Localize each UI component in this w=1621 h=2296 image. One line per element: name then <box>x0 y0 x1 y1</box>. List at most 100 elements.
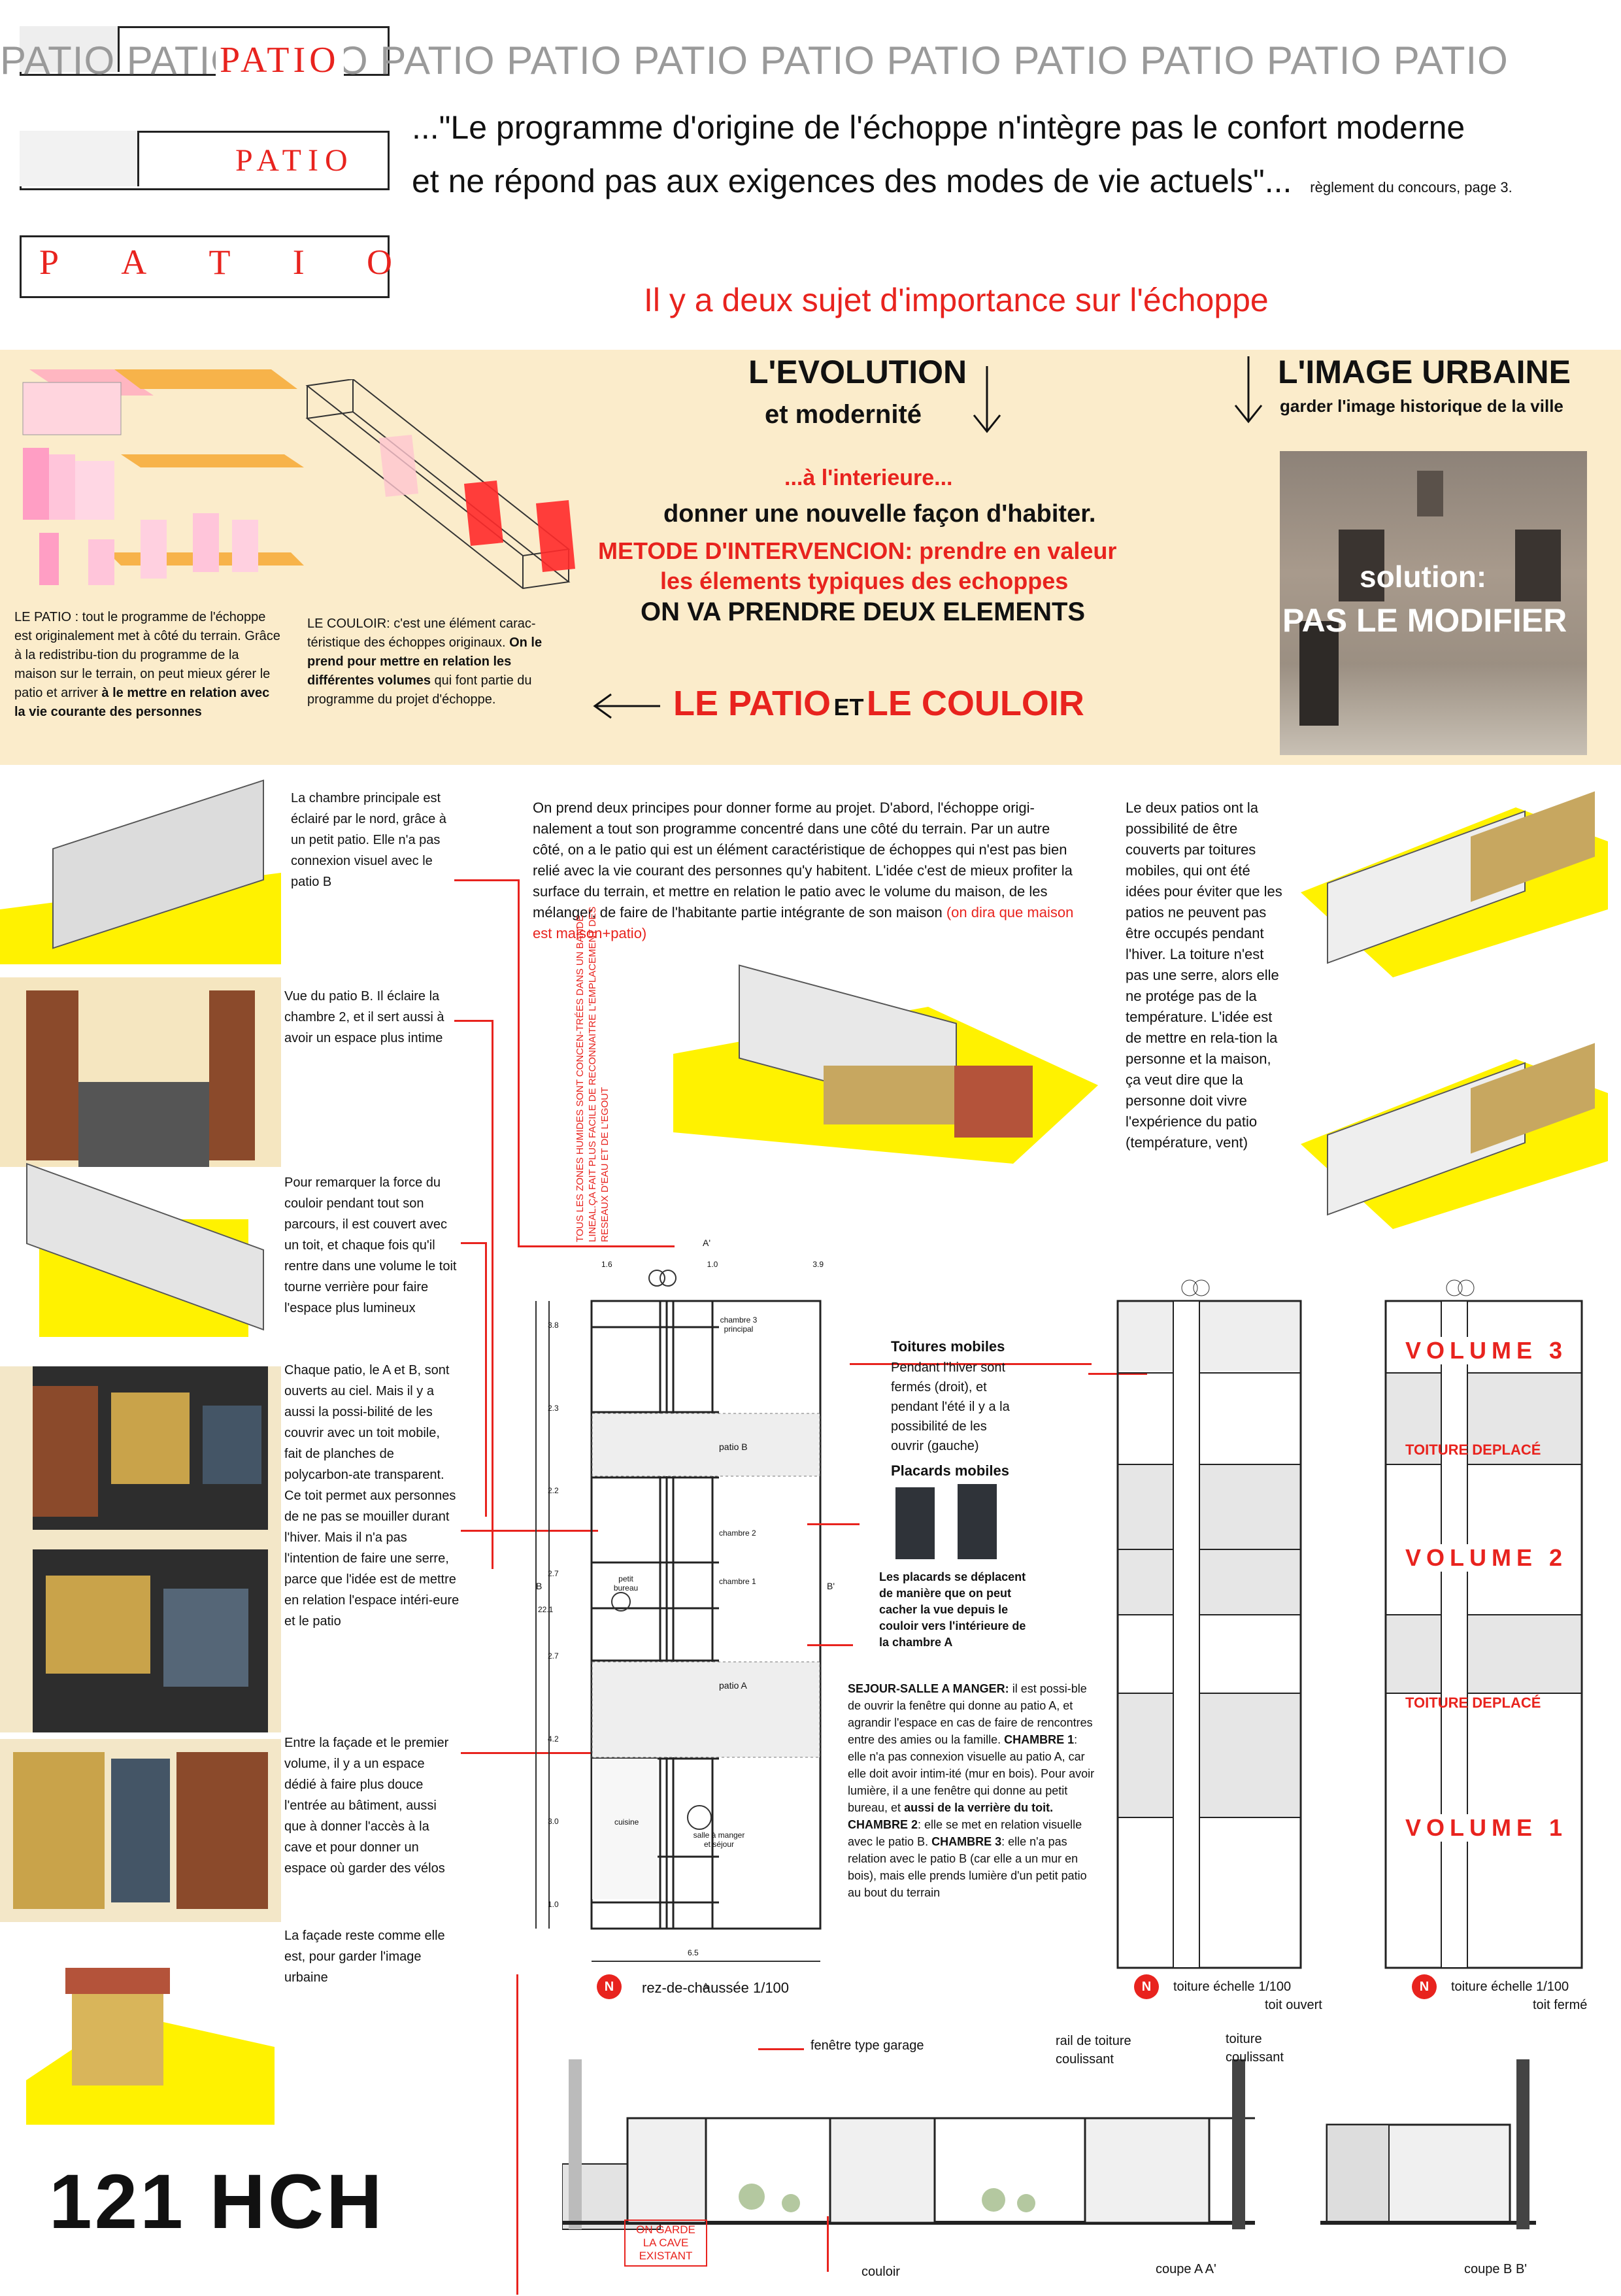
ch1-title: CHAMBRE 1 <box>1004 1733 1075 1746</box>
patio-letter-t: T <box>209 243 231 282</box>
render-6-roof <box>65 1968 170 1994</box>
facade-photo <box>1280 451 1587 755</box>
le-couloir-label: LE COULOIR <box>866 684 1084 723</box>
plan-dim-side-3: 2.2 <box>548 1486 559 1496</box>
patio-letter-p: P <box>39 243 59 282</box>
couloir-diagram <box>305 379 575 590</box>
new-way-line: donner une nouvelle façon d'habiter. <box>663 500 1096 528</box>
two-elements-line: ON VA PRENDRE DEUX ELEMENTS <box>641 598 1086 626</box>
evolution-subtitle: et modernité <box>765 400 922 429</box>
plan-section-mark-b-prime: B' <box>827 1581 835 1591</box>
le-patio-label: LE PATIO <box>673 684 831 723</box>
rooms-description: SEJOUR-SALLE A MANGER: il est possi-ble … <box>848 1680 1096 1901</box>
patio-volumes-diagram <box>22 369 304 585</box>
patio-caption-bold: à le mettre en relation avec la vie cour… <box>14 686 270 719</box>
patio-letter-o: O <box>366 243 392 282</box>
section-b-b <box>1320 2059 1536 2229</box>
room-cuisine: cuisine <box>614 1817 639 1827</box>
ch3-title: CHAMBRE 3 <box>931 1835 1002 1848</box>
evolution-title: L'EVOLUTION <box>748 354 967 390</box>
render-5-glass <box>111 1759 170 1902</box>
caption-1: La chambre principale est éclairé par le… <box>291 791 446 889</box>
center-render-1 <box>673 964 1098 1164</box>
leader-2v <box>492 1020 493 1569</box>
placards-image <box>892 1481 1007 1562</box>
render-4a-wood <box>33 1386 98 1517</box>
render-2-wall-2 <box>209 990 255 1160</box>
toiture-deplace-1: TOITURE DEPLACÉ <box>1405 1442 1541 1458</box>
right-paragraph: Le deux patios ont la possibilité de êtr… <box>1126 800 1282 1151</box>
caption-4: Chaque patio, le A et B, sont ouverts au… <box>284 1363 460 1629</box>
patio-letters: P A T I O <box>39 242 392 288</box>
caption-roof-closed-2: toit fermé <box>1533 1998 1588 2012</box>
plan-dim-side-2: 2.3 <box>548 1403 559 1413</box>
center-paragraph-text: On prend deux principes pour donner form… <box>533 800 1073 920</box>
patio-logo-2-text: PATIO <box>235 143 354 178</box>
right-render-2 <box>1301 1033 1608 1229</box>
facade-window <box>1339 530 1384 601</box>
solution-label: solution: <box>1360 560 1487 594</box>
patio-letter-a: A <box>121 243 147 282</box>
render-5-wall <box>13 1752 105 1909</box>
plan-dim-total: 22.1 <box>538 1605 554 1614</box>
render-2-floor <box>78 1082 209 1167</box>
render-4 <box>0 1366 281 1732</box>
plan-section-mark-a-prime: A' <box>703 1238 711 1248</box>
room-chambre-2: chambre 2 <box>719 1528 756 1538</box>
arrow-down-icon-2 <box>1234 356 1263 424</box>
center-paragraph-red: (on dira que maison est maison+patio) <box>533 904 1074 941</box>
et-label: ET <box>833 694 864 720</box>
facade-chimney <box>1417 471 1443 516</box>
plan-dim-side-5: 2.7 <box>548 1651 559 1661</box>
ch2-text: : elle se met en relation visuelle avec … <box>848 1818 1082 1848</box>
patio-letter-i: I <box>292 243 305 282</box>
render-2 <box>0 977 281 1167</box>
render-6-house <box>72 1987 163 2085</box>
room-chambre-1: chambre 1 <box>719 1577 756 1586</box>
plan-dim-top-2: 1.0 <box>707 1260 718 1269</box>
ch1-text: : elle n'a pas connexion visuelle au pat… <box>848 1733 1095 1814</box>
plan-section-mark-a: A <box>703 1981 709 1991</box>
placards-text: Les placards se déplacent de manière que… <box>879 1570 1026 1649</box>
plan-section-mark-b: B <box>536 1581 543 1591</box>
toiture-deplace-2: TOITURE DEPLACÉ <box>1405 1695 1541 1711</box>
leader-4 <box>461 1530 598 1532</box>
section-cave: ON GARDE LA CAVE EXISTANT <box>636 2223 695 2262</box>
mobiles-title: Toitures mobiles <box>891 1338 1005 1355</box>
ground-floor-plan <box>535 1270 822 1962</box>
center-render-1-roof <box>954 1066 1033 1138</box>
arrow-left-icon <box>593 693 660 719</box>
quote-line-2: et ne répond pas aux exigences des modes… <box>412 162 1512 200</box>
section-rail: rail de toiture coulissant <box>1056 2034 1131 2067</box>
plan-dim-side-4: 2.7 <box>548 1568 559 1578</box>
leader-1h <box>518 1245 675 1247</box>
plan-dim-bottom: 6.5 <box>688 1948 699 1957</box>
room-petit-bureau: petit bureau <box>613 1574 639 1593</box>
ch3-text: : elle n'a pas relation avec le patio B … <box>848 1835 1087 1899</box>
patio-logo-3 <box>20 235 390 298</box>
plan-dim-top-1: 1.6 <box>601 1260 612 1269</box>
quote-source: règlement du concours, page 3. <box>1310 179 1512 195</box>
volume-1-label: VOLUME 1 <box>1405 1814 1568 1842</box>
section-coupe-a: coupe A A' <box>1156 2262 1216 2276</box>
leader-2 <box>454 1020 493 1022</box>
couloir-caption-text: LE COULOIR: c'est une élément carac-téri… <box>307 616 536 650</box>
room-patio-b: patio B <box>719 1442 748 1452</box>
section-leader-couloir <box>827 2216 829 2272</box>
leader-1 <box>454 879 520 881</box>
subject-line: Il y a deux sujet d'importance sur l'éch… <box>644 282 1269 318</box>
section-fenetre: fenêtre type garage <box>811 2038 924 2053</box>
caption-2: Vue du patio B. Il éclaire la chambre 2,… <box>284 989 444 1045</box>
render-4b-brick <box>46 1576 150 1674</box>
right-render-1 <box>1301 788 1608 977</box>
render-6 <box>0 1935 281 2131</box>
quote-line-1: ..."Le programme d'origine de l'échoppe … <box>412 109 1465 146</box>
render-1 <box>0 779 281 964</box>
sejour-text: il est possi-ble de ouvrir la fenêtre qu… <box>848 1682 1093 1746</box>
patio-logo-1-block <box>20 26 120 72</box>
caption-roof-closed: toiture échelle 1/100 toit fermé <box>1451 1978 1587 2014</box>
render-4a-glass <box>203 1406 261 1484</box>
couloir-caption-text-2: qui font partie du programme du projet d… <box>307 673 532 707</box>
section-coupe-b: coupe B B' <box>1464 2262 1528 2276</box>
section-cave-box: ON GARDE LA CAVE EXISTANT <box>624 2220 707 2267</box>
